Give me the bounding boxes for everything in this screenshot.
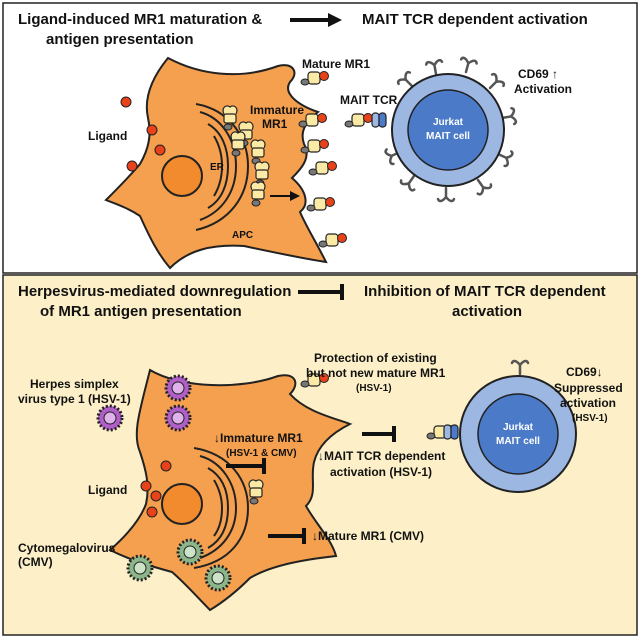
top-heading-left-line1: Ligand-induced MR1 maturation & bbox=[18, 11, 262, 28]
label-hsv-line2: virus type 1 (HSV-1) bbox=[18, 392, 131, 406]
label-cmv-line1: Cytomegalovirus bbox=[18, 541, 116, 555]
ligand-icon bbox=[150, 490, 162, 502]
ligand-icon bbox=[120, 96, 132, 108]
hsv-virus-icon bbox=[164, 404, 192, 432]
cmv-virus-icon bbox=[204, 564, 232, 592]
apc-cell-infected bbox=[108, 368, 353, 612]
bottom-panel: Herpesvirus-mediated downregulation of M… bbox=[2, 274, 638, 636]
nucleus bbox=[161, 155, 203, 197]
label-immature-line2: (HSV-1 & CMV) bbox=[226, 448, 297, 459]
cell-label-line2: MAIT cell bbox=[496, 436, 540, 447]
label-protection-line2: but not new mature MR1 bbox=[306, 366, 446, 380]
ligand-icon bbox=[154, 144, 166, 156]
bottom-heading-right-line1: Inhibition of MAIT TCR dependent bbox=[364, 283, 606, 300]
label-er: ER bbox=[210, 162, 225, 173]
trafficking-arrow-icon bbox=[270, 191, 300, 201]
label-apc: APC bbox=[232, 230, 253, 241]
label-mait-line1: ↓MAIT TCR dependent bbox=[318, 449, 445, 463]
er-organelle bbox=[193, 447, 250, 569]
label-mait-line2: activation (HSV-1) bbox=[330, 465, 432, 479]
bottom-heading-left-line1: Herpesvirus-mediated downregulation bbox=[18, 283, 291, 300]
inhibition-bar-icon bbox=[268, 528, 306, 544]
inhibition-bar-icon bbox=[298, 284, 344, 300]
label-mature-mr1: ↓Mature MR1 (CMV) bbox=[312, 529, 424, 543]
ligand-icon bbox=[160, 460, 172, 472]
apc-cell bbox=[104, 56, 328, 270]
inhibition-bar-icon bbox=[362, 426, 396, 442]
label-activation: Activation bbox=[514, 82, 572, 96]
hsv-virus-icon bbox=[164, 374, 192, 402]
top-heading-left-line2: antigen presentation bbox=[46, 31, 194, 48]
label-ligand: Ligand bbox=[88, 129, 127, 143]
label-mature-mr1: Mature MR1 bbox=[302, 57, 370, 71]
label-suppressed-line1: Suppressed bbox=[554, 381, 623, 395]
label-cmv-line2: (CMV) bbox=[18, 555, 53, 569]
label-mait-tcr: MAIT TCR bbox=[340, 93, 398, 107]
ligand-icon bbox=[140, 480, 152, 492]
label-cd69: CD69 ↑ bbox=[518, 67, 558, 81]
mait-tcr-icon bbox=[371, 112, 387, 128]
bottom-heading-left-line2: of MR1 antigen presentation bbox=[40, 303, 242, 320]
nucleus bbox=[161, 483, 203, 525]
ligand-icon bbox=[126, 160, 138, 172]
jurkat-mait-cell-bottom: Jurkat MAIT cell bbox=[459, 359, 577, 493]
mait-tcr-icon bbox=[443, 424, 459, 440]
cmv-virus-icon bbox=[176, 538, 204, 566]
label-suppressed-line3: (HSV-1) bbox=[572, 413, 608, 424]
cell-label-line1: Jurkat bbox=[503, 422, 534, 433]
label-cd69: CD69↓ bbox=[566, 365, 603, 379]
label-protection-line1: Protection of existing bbox=[314, 351, 437, 365]
top-heading-right: MAIT TCR dependent activation bbox=[362, 11, 588, 28]
label-ligand: Ligand bbox=[88, 483, 127, 497]
label-immature-line1: Immature bbox=[250, 103, 304, 117]
cmv-virus-icon bbox=[126, 554, 154, 582]
hsv-virus-icon bbox=[96, 404, 124, 432]
label-immature-line1: ↓Immature MR1 bbox=[214, 431, 303, 445]
cell-label-line1: Jurkat bbox=[433, 117, 464, 128]
label-protection-line3: (HSV-1) bbox=[356, 383, 392, 394]
jurkat-mait-cell-top: Jurkat MAIT cell bbox=[383, 56, 518, 203]
inhibition-bar-icon bbox=[226, 458, 266, 474]
top-panel: Ligand-induced MR1 maturation & antigen … bbox=[2, 2, 638, 274]
er-organelle bbox=[195, 103, 250, 231]
cell-label-line2: MAIT cell bbox=[426, 131, 470, 142]
bottom-heading-right-line2: activation bbox=[452, 303, 522, 320]
activation-arrow-icon bbox=[290, 13, 342, 27]
ligand-icon bbox=[146, 124, 158, 136]
label-immature-line2: MR1 bbox=[262, 117, 288, 131]
label-suppressed-line2: activation bbox=[560, 396, 616, 410]
label-hsv-line1: Herpes simplex bbox=[30, 377, 119, 391]
ligand-icon bbox=[146, 506, 158, 518]
